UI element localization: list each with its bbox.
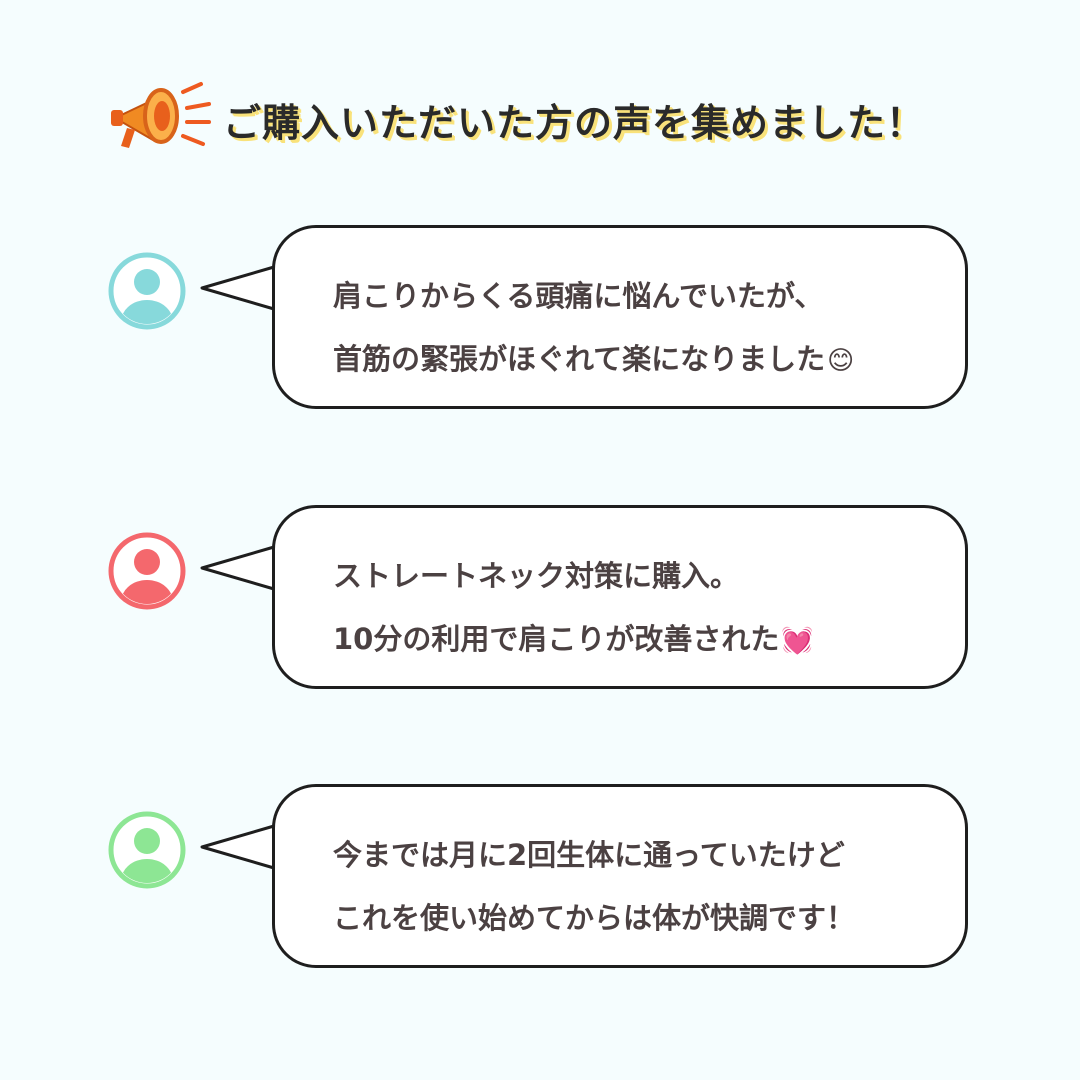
speech-bubble: ストレートネック対策に購入。 10分の利用で肩こりが改善された💓 bbox=[272, 505, 968, 689]
testimonial-3: 今までは月に2回生体に通っていたけど これを使い始めてからは体が快調です！ bbox=[0, 782, 1080, 972]
testimonial-text-line-2: これを使い始めてからは体が快調です！ bbox=[333, 901, 856, 935]
speech-tail bbox=[200, 545, 275, 591]
speech-bubble: 今までは月に2回生体に通っていたけど これを使い始めてからは体が快調です！ bbox=[272, 784, 968, 968]
header: ご購入いただいた方の声を集めました！ bbox=[105, 78, 985, 158]
testimonial-text-line-1: 今までは月に2回生体に通っていたけど bbox=[333, 838, 845, 872]
testimonial-text-line-2: 10分の利用で肩こりが改善された💓 bbox=[333, 622, 814, 656]
speech-bubble: 肩こりからくる頭痛に悩んでいたが、 首筋の緊張がほぐれて楽になりました😊 bbox=[272, 225, 968, 409]
testimonial-text-line-1: 肩こりからくる頭痛に悩んでいたが、 bbox=[333, 279, 824, 313]
user-avatar-icon bbox=[108, 252, 186, 330]
testimonial-text-line-1: ストレートネック対策に購入。 bbox=[333, 559, 740, 593]
speech-tail bbox=[200, 265, 275, 311]
user-avatar-icon bbox=[108, 811, 186, 889]
user-avatar-icon bbox=[108, 532, 186, 610]
page-title: ご購入いただいた方の声を集めました！ bbox=[223, 100, 926, 145]
smiling-face-icon: 😊 bbox=[827, 346, 855, 376]
speech-tail bbox=[200, 824, 275, 870]
testimonial-1: 肩こりからくる頭痛に悩んでいたが、 首筋の緊張がほぐれて楽になりました😊 bbox=[0, 223, 1080, 413]
testimonial-text-line-2: 首筋の緊張がほぐれて楽になりました😊 bbox=[333, 342, 855, 376]
megaphone-icon bbox=[111, 82, 211, 148]
testimonial-2: ストレートネック対策に購入。 10分の利用で肩こりが改善された💓 bbox=[0, 503, 1080, 693]
beating-heart-icon: 💓 bbox=[781, 626, 814, 656]
